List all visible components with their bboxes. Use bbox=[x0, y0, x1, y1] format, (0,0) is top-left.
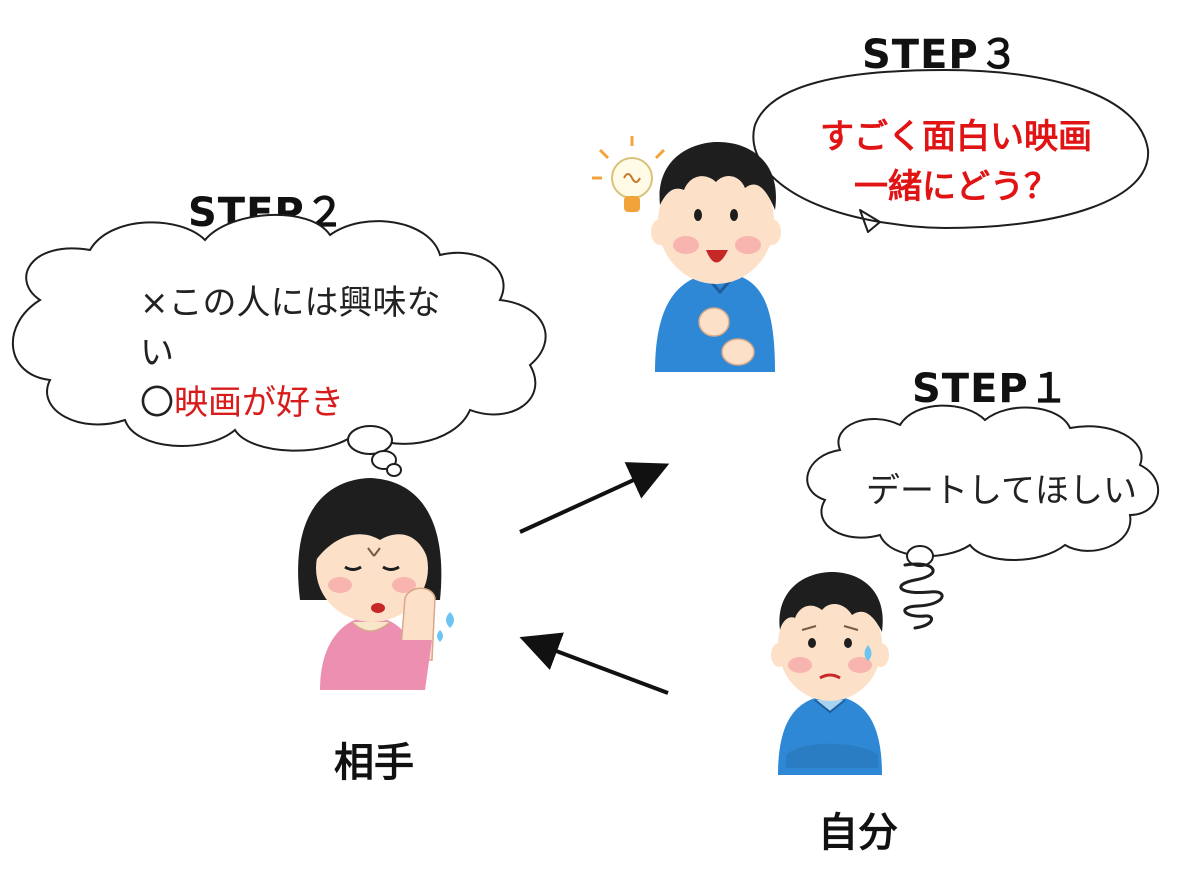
step3-speech-text: すごく面白い映画 一緒にどう？ bbox=[776, 112, 1136, 212]
arrow-to-step3 bbox=[519, 462, 670, 534]
worried-man-figure bbox=[771, 572, 889, 775]
step2-line3-highlight: 映画が好き bbox=[174, 383, 344, 423]
step3-line2: 一緒にどう？ bbox=[854, 167, 1058, 207]
thinking-woman-figure bbox=[298, 478, 442, 690]
arrow-to-partner bbox=[519, 632, 669, 695]
step1-thought-text: デートしてほしい bbox=[866, 471, 1137, 511]
step3-line1: すごく面白い映画 bbox=[820, 117, 1092, 157]
step1-thought-cloud bbox=[806, 404, 1160, 567]
step2-thought-cloud bbox=[12, 213, 547, 477]
happy-man-figure bbox=[651, 142, 781, 372]
step3-speech-bubble bbox=[752, 69, 1150, 233]
step2-line3-prefix: 〇 bbox=[140, 383, 174, 423]
step2-thought-text: ×この人には興味な い 〇映画が好き bbox=[140, 278, 470, 428]
step2-line1: ×この人には興味な bbox=[140, 283, 441, 323]
self-label: 自分 bbox=[818, 810, 898, 856]
step2-line3: 〇映画が好き bbox=[140, 378, 470, 428]
step1-title: STEP１ bbox=[912, 366, 1070, 412]
scribble-icon bbox=[899, 562, 944, 630]
partner-label: 相手 bbox=[334, 740, 414, 786]
lightbulb-icon bbox=[592, 136, 666, 212]
sweat-drop-icon bbox=[437, 612, 454, 642]
step2-line2: い bbox=[140, 333, 174, 373]
